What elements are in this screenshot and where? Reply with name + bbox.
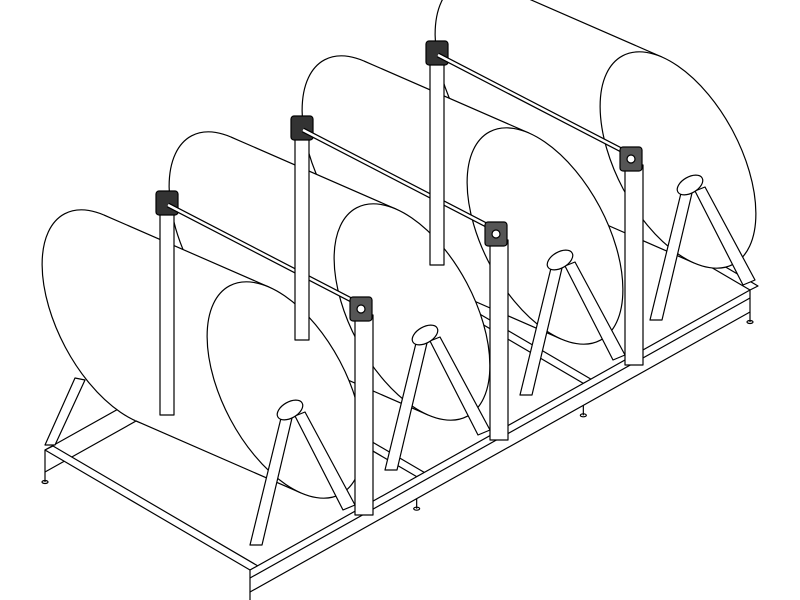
back-post xyxy=(429,54,445,266)
a-frame-support xyxy=(519,249,626,396)
front-post xyxy=(624,164,644,366)
a-frame-support xyxy=(384,324,491,471)
back-post xyxy=(294,129,310,341)
a-frame-leg xyxy=(294,411,356,511)
leveling-foot-pad xyxy=(41,479,49,485)
end-a-frame-leg xyxy=(44,377,86,446)
a-frame-leg xyxy=(694,186,756,286)
roll-outline xyxy=(231,136,397,210)
bearing-block xyxy=(290,115,314,141)
shaft-highlight xyxy=(167,203,362,307)
shaft-highlight xyxy=(302,128,497,232)
a-frame-leg xyxy=(429,336,491,436)
cradle-roller xyxy=(546,249,574,271)
front-post xyxy=(354,314,374,516)
base-cross-member xyxy=(44,445,259,571)
roll-outline xyxy=(529,0,663,58)
roll-outline xyxy=(364,60,530,134)
leveling-foot-pad xyxy=(413,506,421,511)
leveling-foot-pad xyxy=(746,319,754,325)
cradle-roller xyxy=(276,399,304,421)
cradle-roller xyxy=(676,174,704,196)
leveling-foot-pad xyxy=(579,413,587,418)
a-frame-support xyxy=(649,174,756,321)
bearing-bolt-icon xyxy=(491,229,501,239)
shaft-highlight xyxy=(437,53,632,157)
bearing-block xyxy=(425,40,449,66)
bearing-bolt-icon xyxy=(356,304,366,314)
roll-outline xyxy=(104,214,270,288)
bearing-block xyxy=(155,190,179,216)
a-frame-support xyxy=(249,399,356,546)
support-frames xyxy=(44,40,756,546)
rolls xyxy=(41,0,757,499)
bearing-bolt-icon xyxy=(626,154,636,164)
cradle-roller xyxy=(411,324,439,346)
a-frame-leg xyxy=(564,261,626,361)
back-post xyxy=(159,204,175,416)
roll xyxy=(41,209,364,499)
front-post xyxy=(489,239,509,441)
